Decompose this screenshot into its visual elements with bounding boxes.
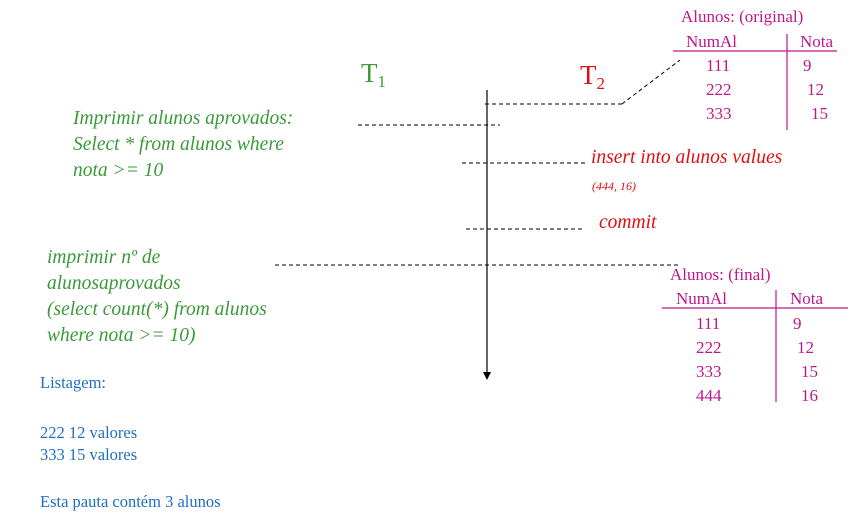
final-table-header-nota: Nota — [790, 289, 824, 308]
original-table-cell: 9 — [803, 56, 812, 75]
final-table-title: Alunos: (final) — [670, 265, 771, 284]
final-table-cell: 16 — [801, 386, 818, 405]
t1-step-select-line: Select * from alunos where — [73, 134, 284, 155]
t2-step-insert: insert into alunos values — [591, 147, 783, 168]
final-table-cell: 222 — [696, 338, 722, 357]
t2-label: T2 — [580, 60, 605, 93]
final-table-cell: 111 — [696, 314, 721, 333]
listing-summary: Esta pauta contém 3 alunos — [40, 492, 221, 511]
final-table-cell: 333 — [696, 362, 722, 381]
final-table-header-numal: NumAl — [676, 289, 727, 308]
listing-line: 222 12 valores — [40, 423, 138, 442]
t1-label: T1 — [361, 58, 386, 91]
t1-step-count-line: (select count(*) from alunos — [47, 299, 267, 320]
final-table-cell: 444 — [696, 386, 722, 405]
t1-step-select-line: Imprimir alunos aprovados: — [73, 108, 294, 129]
t1-step-select: Imprimir alunos aprovados: Select * from… — [73, 106, 293, 184]
t2-step-commit: commit — [599, 212, 657, 233]
t1-step-count-line: where nota >= 10) — [47, 325, 196, 346]
final-table-cell: 15 — [801, 362, 818, 381]
original-table-header-nota: Nota — [800, 32, 834, 51]
final-table-cell: 9 — [793, 314, 802, 333]
t2-step-insert-values: (444, 16) — [592, 179, 636, 193]
listing-title: Listagem: — [40, 373, 106, 392]
original-table-cell: 15 — [811, 104, 828, 123]
original-table-cell: 12 — [807, 80, 824, 99]
t1-step-select-line: nota >= 10 — [73, 160, 164, 181]
listing-line: 333 15 valores — [40, 445, 138, 464]
final-table-cell: 12 — [797, 338, 814, 357]
connector-to-original-table — [621, 59, 681, 105]
timeline-arrowhead — [483, 372, 491, 380]
t1-step-count-line: imprimir nº de — [47, 247, 161, 268]
t1-step-count-line: alunosaprovados — [47, 273, 181, 294]
original-table-cell: 222 — [706, 80, 732, 99]
original-table-header-numal: NumAl — [686, 32, 737, 51]
original-table-cell: 333 — [706, 104, 732, 123]
original-table-title: Alunos: (original) — [681, 7, 804, 26]
original-table-cell: 111 — [706, 56, 731, 75]
t1-step-count: imprimir nº de alunosaprovados (select c… — [47, 245, 267, 349]
